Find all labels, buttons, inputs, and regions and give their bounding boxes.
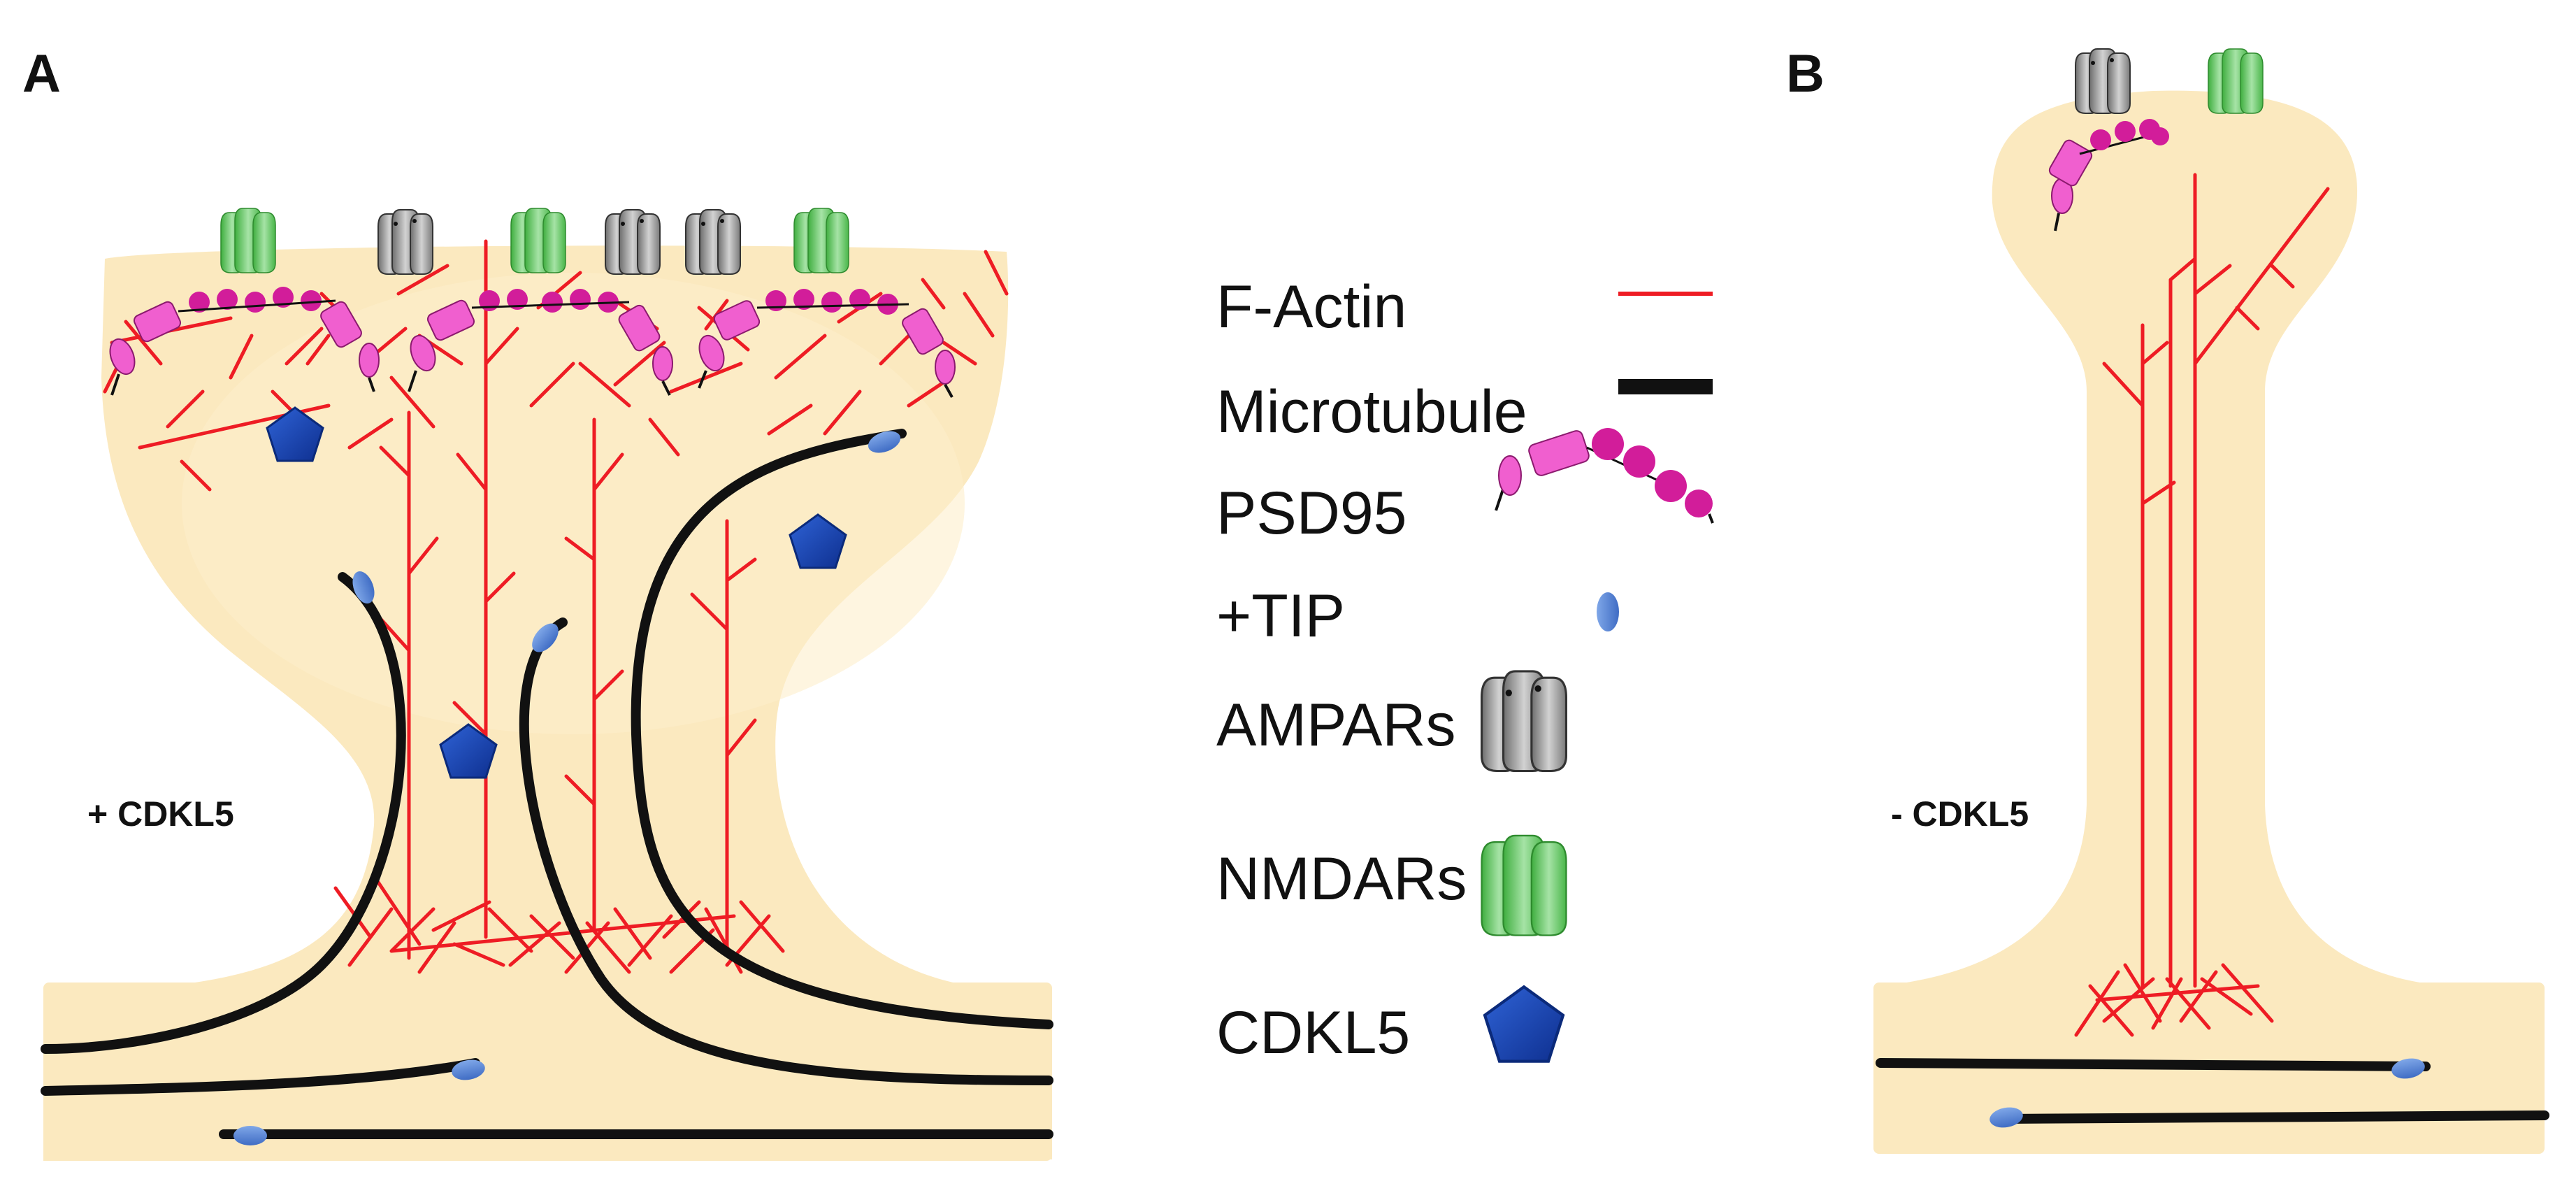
legend-microtubule-icon [1618, 379, 1713, 394]
legend-tip-icon [1597, 592, 1619, 631]
microtubules-a [41, 429, 1053, 1139]
psd95-chains-a [109, 287, 956, 398]
legend-label-microtubule: Microtubule [1216, 378, 1527, 445]
psd95-chain-b [2048, 119, 2169, 231]
actin-network-b [2074, 173, 2330, 1037]
legend-cdkl5-icon [1485, 987, 1563, 1061]
legend-label-ampars: AMPARs [1216, 692, 1456, 759]
legend-label-f-actin: F-Actin [1216, 273, 1407, 341]
panel-a-letter: A [22, 44, 61, 103]
legend-ampar-icon [1481, 670, 1567, 773]
panel-b-letter: B [1786, 44, 1825, 103]
legend-symbols [1481, 292, 1714, 1062]
panel-b-condition: - CDKL5 [1891, 794, 2029, 834]
legend-label-cdkl5: CDKL5 [1216, 999, 1411, 1066]
legend-nmdar-icon [1481, 834, 1567, 936]
legend-psd95-icon [1495, 428, 1714, 524]
legend-label-psd95: PSD95 [1216, 480, 1407, 547]
panel-a-condition: + CDKL5 [87, 794, 234, 834]
microtubules-b [1876, 1058, 2549, 1124]
panel-b-spine-body [1880, 90, 2447, 986]
legend-label-nmdars: NMDARs [1216, 845, 1467, 913]
actin-network-a [103, 239, 1009, 974]
legend-label-tip: +TIP [1216, 583, 1346, 650]
